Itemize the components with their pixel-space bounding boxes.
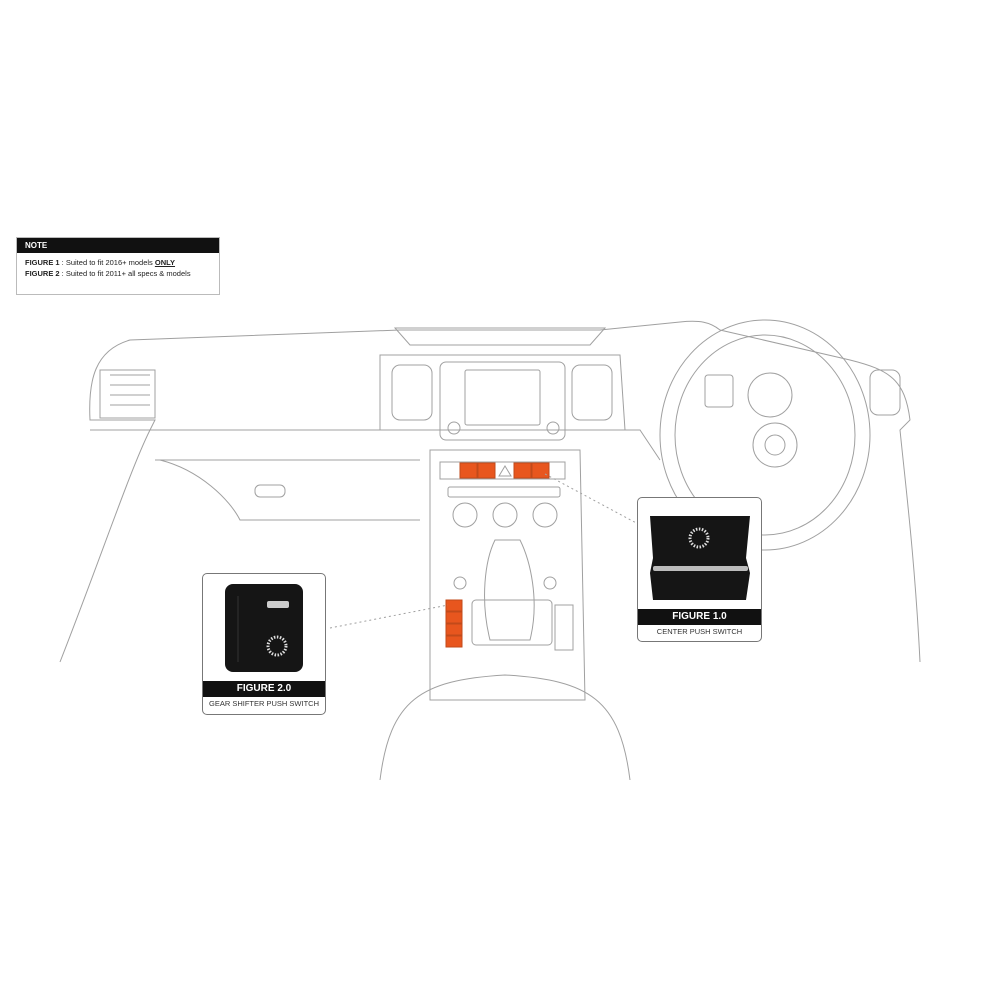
left-vent-slats (110, 374, 150, 406)
center-right-vent (571, 364, 613, 421)
switch-symbol-icon (688, 527, 710, 549)
switch-light-bar (653, 566, 748, 571)
highlighted-switch (531, 462, 550, 479)
figure-2-caption: GEAR SHIFTER PUSH SWITCH (208, 699, 319, 708)
switch-body (650, 516, 750, 600)
figure-1-leader-line (544, 473, 641, 526)
steering-hub (752, 422, 798, 468)
climate-dial-right (532, 502, 558, 528)
right-vent (869, 369, 901, 416)
note-line-2: FIGURE 2 : Suited to fit 2011+ all specs… (17, 269, 219, 278)
console-knob-left (453, 576, 467, 590)
switch-indicator-light (267, 601, 289, 608)
note-line-1-label: FIGURE 1 (25, 258, 60, 267)
note-line-1: FIGURE 1 : Suited to fit 2016+ models ON… (17, 258, 219, 267)
orange-switches-gear (445, 599, 463, 648)
right-console-switches (554, 604, 574, 651)
figure-1-title: FIGURE 1.0 (638, 609, 761, 625)
climate-dial-left (452, 502, 478, 528)
center-console (429, 449, 586, 701)
note-title: NOTE (17, 238, 219, 253)
highlighted-switch (445, 635, 463, 648)
left-vent (99, 369, 156, 419)
note-line-2-text: : Suited to fit 2011+ all specs & models (59, 269, 191, 278)
glovebox-outline (159, 459, 420, 521)
highlighted-switch (445, 599, 463, 612)
instrument-display (704, 374, 734, 408)
climate-dial-center (492, 502, 518, 528)
highlighted-switch (459, 462, 478, 479)
center-panel (379, 354, 626, 431)
infotainment-unit (439, 361, 566, 441)
note-line-1-text: : Suited to fit 2016+ models (59, 258, 155, 267)
switch-symbol-icon (266, 635, 288, 657)
infotainment-right-knob (546, 421, 560, 435)
switch-body (225, 584, 303, 672)
top-vent (393, 327, 607, 346)
figure-2-card: FIGURE 2.0 GEAR SHIFTER PUSH SWITCH (202, 573, 326, 715)
shifter-surround (471, 599, 553, 646)
note-box: NOTE FIGURE 1 : Suited to fit 2016+ mode… (16, 237, 220, 295)
center-switch-image (650, 516, 750, 600)
console-knob-right (543, 576, 557, 590)
switch-panel (439, 461, 566, 480)
center-left-vent (391, 364, 433, 421)
gear-shifter-switch-image (225, 584, 303, 672)
steering-wheel (659, 319, 871, 551)
highlighted-switch (445, 623, 463, 636)
note-line-2-label: FIGURE 2 (25, 269, 60, 278)
steering-badge (764, 434, 786, 456)
infotainment-screen (464, 369, 541, 426)
instrument-gauge (747, 372, 793, 418)
orange-switches-center (459, 462, 550, 479)
figure-1-caption: CENTER PUSH SWITCH (656, 627, 743, 636)
armrest (379, 674, 631, 781)
steering-wheel-inner-rim (674, 334, 856, 536)
highlighted-switch (445, 611, 463, 624)
figure-2-leader-line (329, 604, 449, 629)
figure-1-card: FIGURE 1.0 CENTER PUSH SWITCH (637, 497, 762, 642)
hazard-icon (498, 465, 512, 477)
highlighted-switch (513, 462, 532, 479)
glovebox-handle (254, 484, 286, 498)
note-line-1-emphasis: ONLY (154, 258, 176, 267)
infotainment-left-knob (447, 421, 461, 435)
figure-2-title: FIGURE 2.0 (203, 681, 325, 697)
highlighted-switch (477, 462, 496, 479)
gear-shifter (484, 539, 535, 641)
climate-button-strip (447, 486, 561, 498)
dashboard-panel-lines (90, 429, 661, 461)
dashboard-outline (59, 320, 921, 663)
